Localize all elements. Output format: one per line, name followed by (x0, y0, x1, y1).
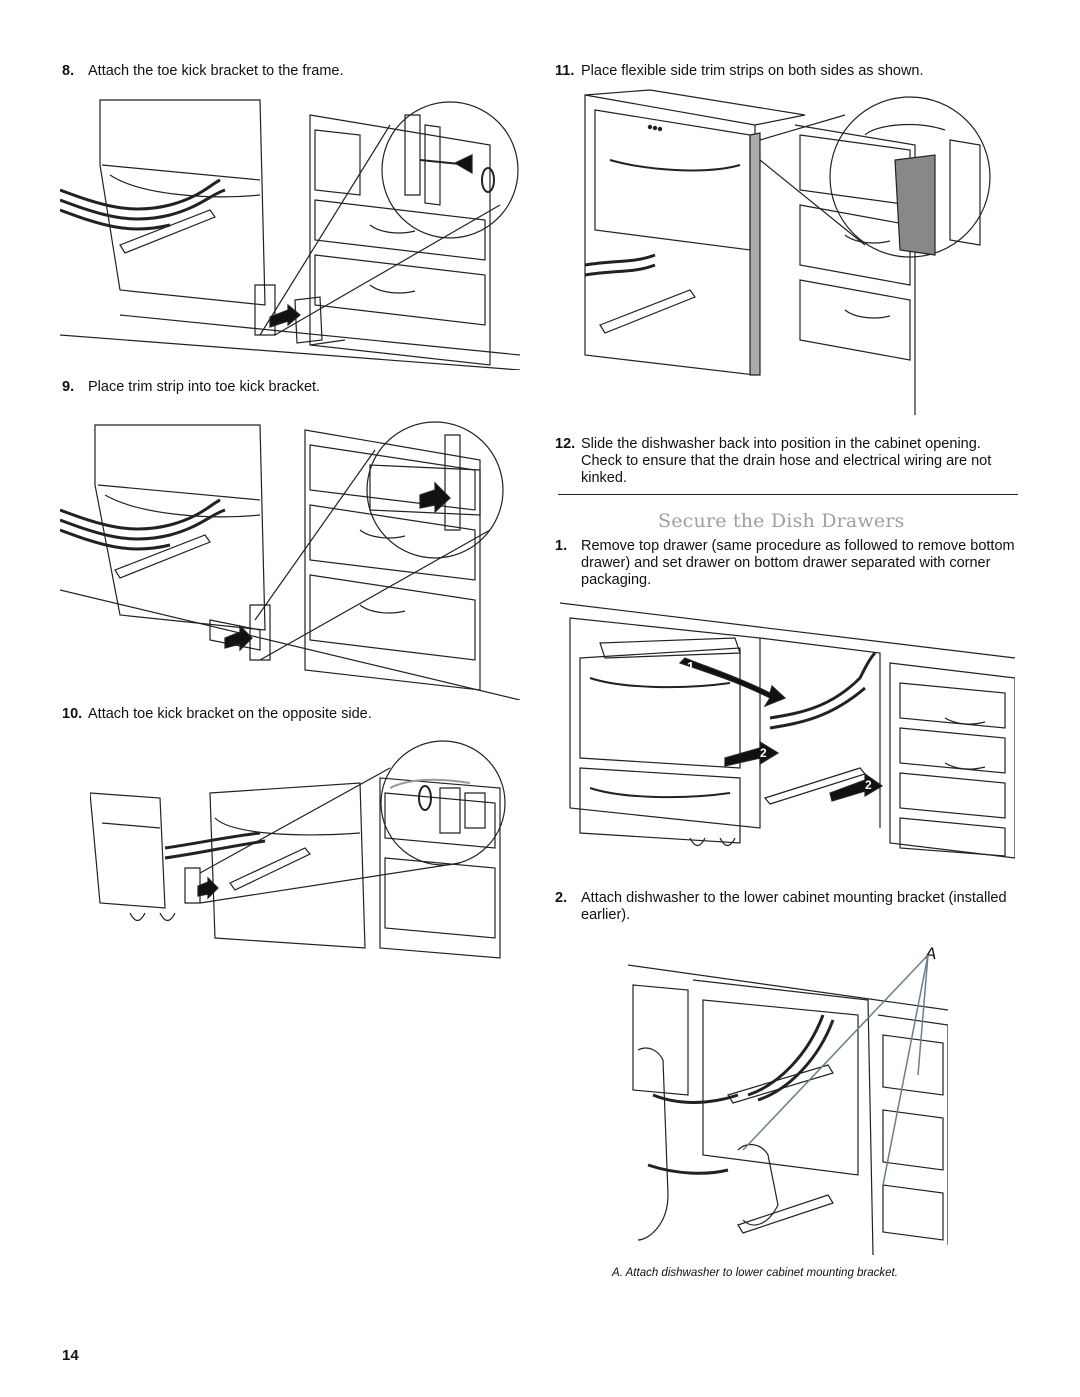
step-9: 9. Place trim strip into toe kick bracke… (62, 379, 522, 396)
section-title: Secure the Dish Drawers (658, 510, 905, 532)
figure-remove-top-drawer: 1 2 2 (560, 598, 1015, 873)
figure-trim-strip-toe-kick (60, 410, 520, 700)
figure-side-trim-strips (555, 85, 1015, 415)
callout-label-a: A (925, 944, 937, 963)
figure-attach-mounting-bracket (628, 955, 948, 1255)
step-number: 11. (555, 63, 575, 79)
step-number: 12. (555, 436, 576, 452)
arrow-label-two: 2 (760, 746, 767, 760)
step-text: Attach toe kick bracket on the opposite … (88, 706, 372, 722)
arrow-label-two-second: 2 (865, 778, 872, 792)
section-step-1: 1. Remove top drawer (same procedure as … (555, 538, 1015, 589)
step-text: Attach the toe kick bracket to the frame… (88, 63, 344, 79)
figure-caption: A. Attach dishwasher to lower cabinet mo… (612, 1267, 898, 1279)
step-text: Remove top drawer (same procedure as fol… (581, 538, 1015, 588)
step-text: Slide the dishwasher back into position … (581, 436, 992, 486)
figure-toe-kick-opposite-side (90, 738, 510, 963)
figure-toe-kick-bracket-frame (60, 85, 520, 370)
step-11: 11. Place flexible side trim strips on b… (555, 63, 1015, 80)
page-number: 14 (62, 1347, 79, 1364)
step-number: 8. (62, 63, 75, 79)
step-number: 10. (62, 706, 83, 722)
step-8: 8. Attach the toe kick bracket to the fr… (62, 63, 522, 80)
step-text: Attach dishwasher to the lower cabinet m… (581, 890, 1007, 923)
step-text: Place flexible side trim strips on both … (581, 63, 924, 79)
arrow-label-one: 1 (687, 659, 694, 674)
step-number: 2. (555, 890, 568, 906)
section-divider (558, 494, 1018, 495)
step-number: 1. (555, 538, 568, 554)
step-10: 10. Attach toe kick bracket on the oppos… (62, 706, 522, 723)
step-number: 9. (62, 379, 75, 395)
step-text: Place trim strip into toe kick bracket. (88, 379, 321, 395)
step-12: 12. Slide the dishwasher back into posit… (555, 436, 1015, 487)
section-step-2: 2. Attach dishwasher to the lower cabine… (555, 890, 1015, 924)
